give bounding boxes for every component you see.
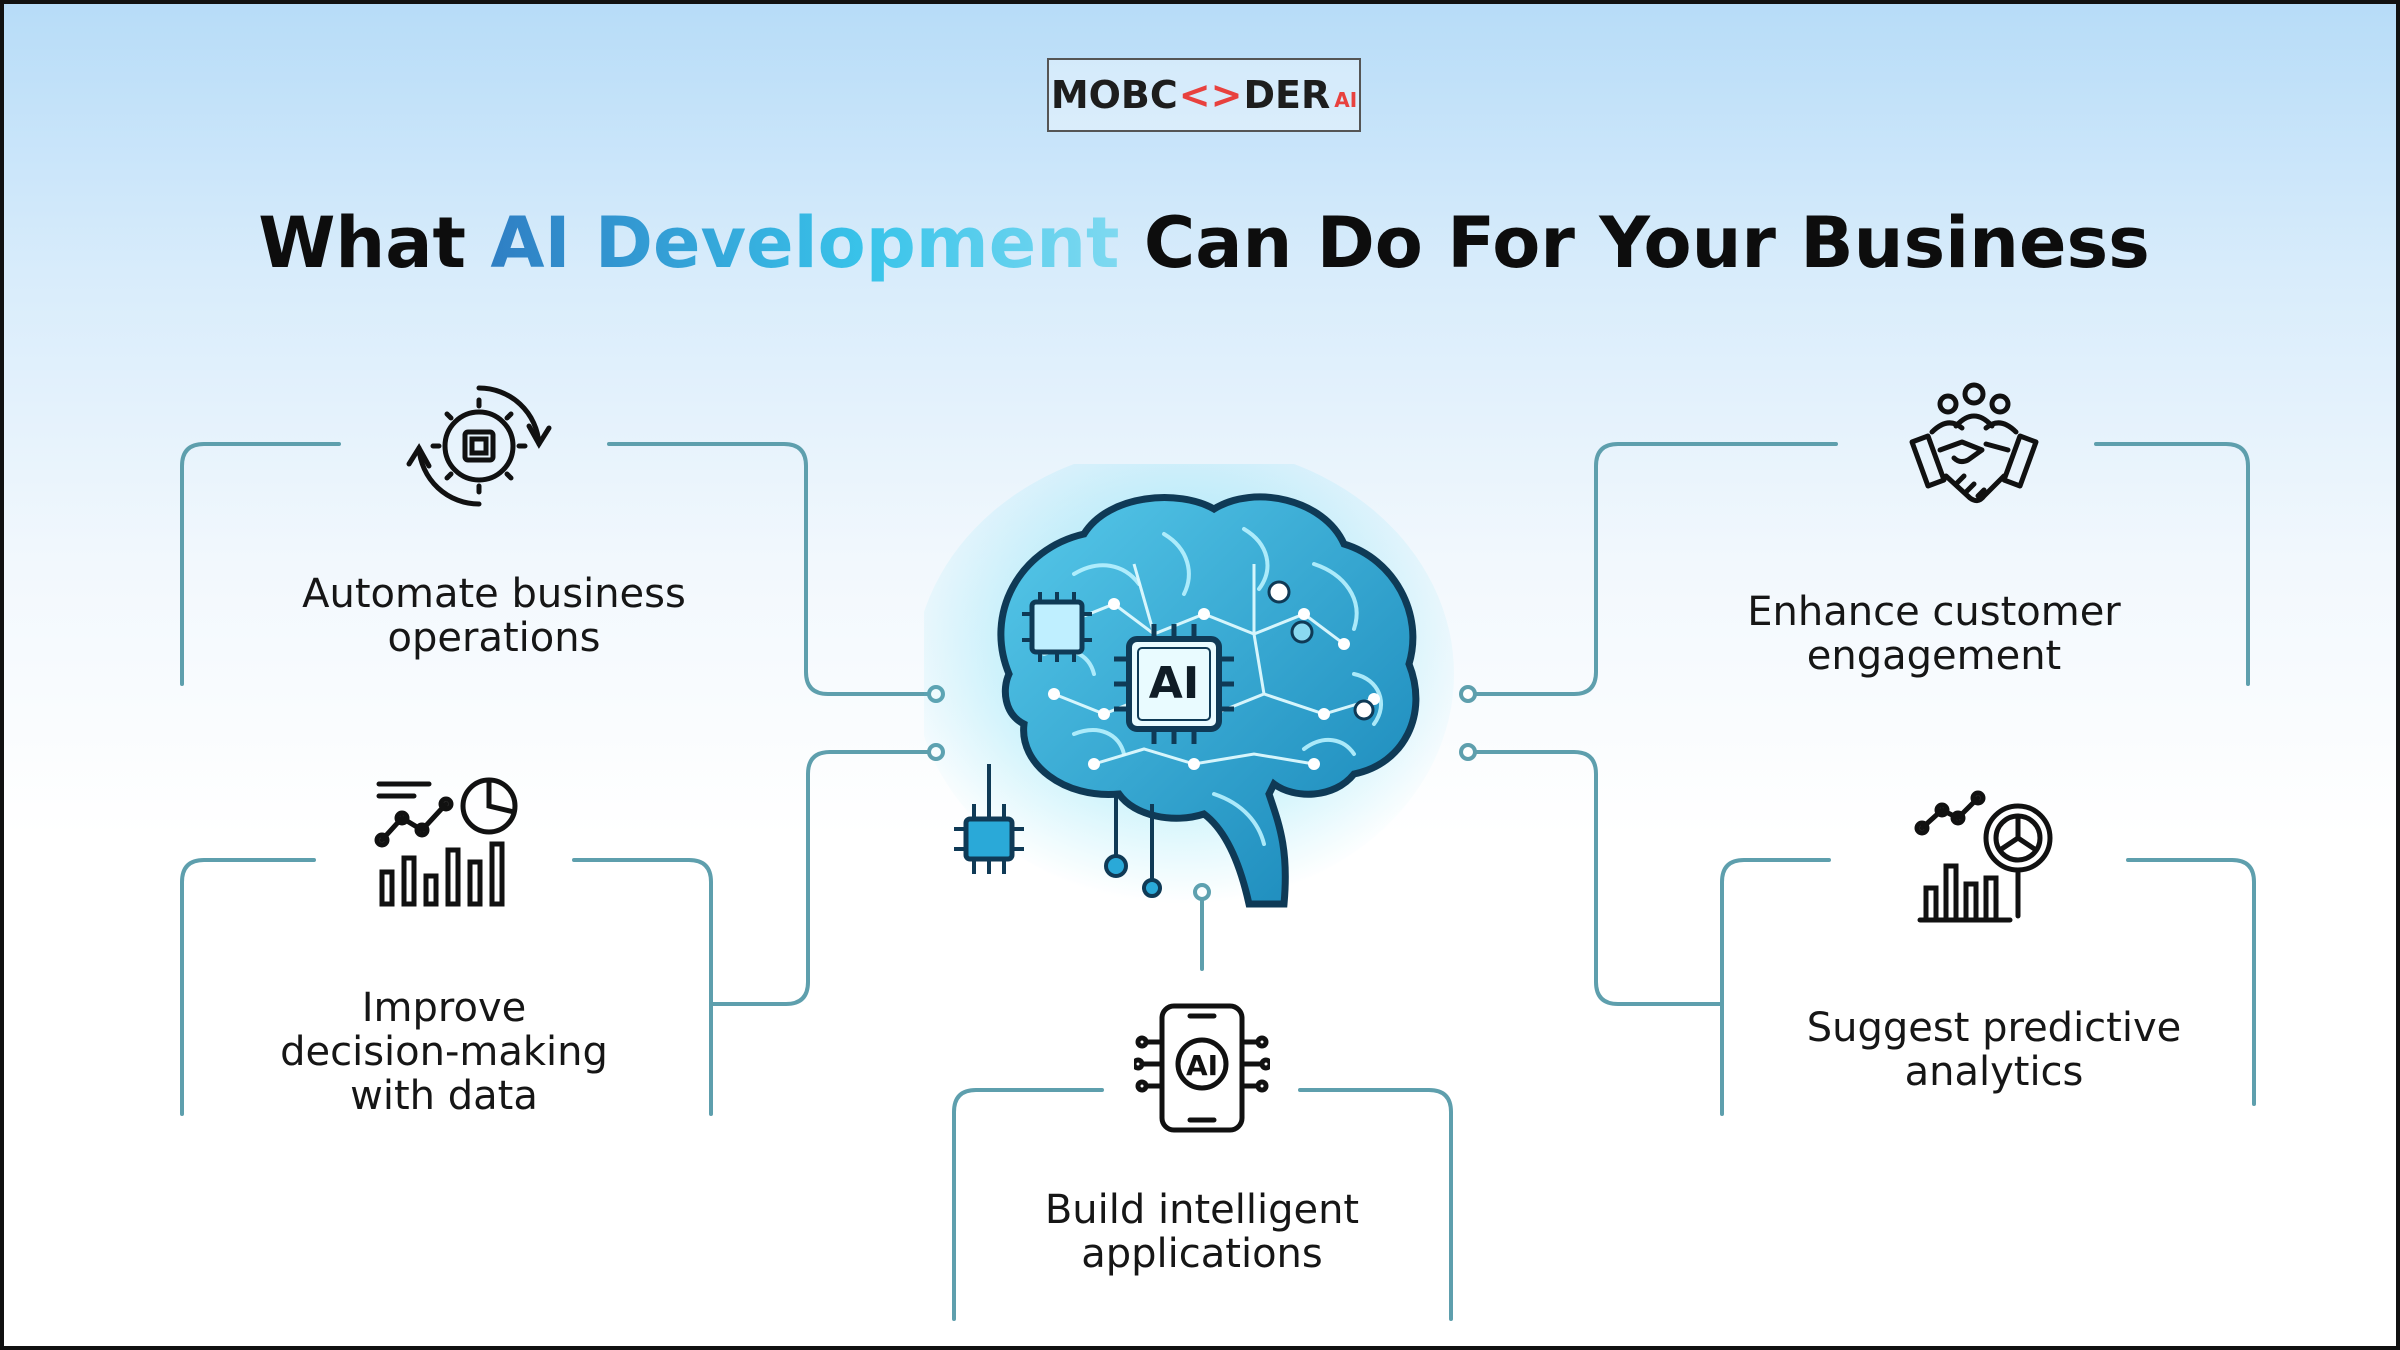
connector-decision (180, 750, 936, 1116)
node-dot-predict (1459, 743, 1477, 761)
logo-text-ai: AI (1334, 88, 1358, 112)
chip-small-icon (1022, 592, 1092, 662)
feature-label-automate: Automate business operations (302, 571, 686, 661)
feature-label-build: Build intelligent applications (1044, 1187, 1360, 1277)
title-suffix: Can Do For Your Business (1119, 202, 2150, 284)
ai-chip-label: AI (1149, 658, 1199, 709)
connector-build (952, 890, 1453, 1321)
ai-mobile-icon-text: AI (1186, 1049, 1218, 1082)
feature-label-predict: Suggest predictive analytics (1806, 1005, 2182, 1095)
ai-brain-illustration: AI (924, 464, 1454, 908)
handshake-group-icon (1909, 382, 2039, 504)
page-title: What AI Development Can Do For Your Busi… (4, 202, 2396, 284)
title-highlight: AI Development (490, 202, 1120, 284)
chip-lower-icon (954, 764, 1024, 874)
logo-code-brackets: <> (1178, 73, 1243, 117)
ai-mobile-icon: AI (1134, 1003, 1270, 1133)
logo-text-mobc: MOBC (1050, 73, 1178, 117)
connector-automate (180, 442, 936, 696)
connector-engage (1467, 442, 2250, 696)
connector-predict (1467, 750, 2256, 1116)
logo-text-der: DER (1243, 73, 1331, 117)
predictive-magnifier-icon (1914, 790, 2053, 923)
feature-label-decision: Improve decision-making with data (280, 985, 608, 1119)
feature-label-engage: Enhance customer engagement (1747, 589, 2121, 679)
analytics-chart-icon (374, 777, 518, 907)
node-dot-engage (1459, 685, 1477, 703)
ai-chip-icon: AI (1114, 624, 1234, 744)
title-prefix: What (258, 202, 491, 284)
gear-chip-icon (406, 385, 552, 507)
